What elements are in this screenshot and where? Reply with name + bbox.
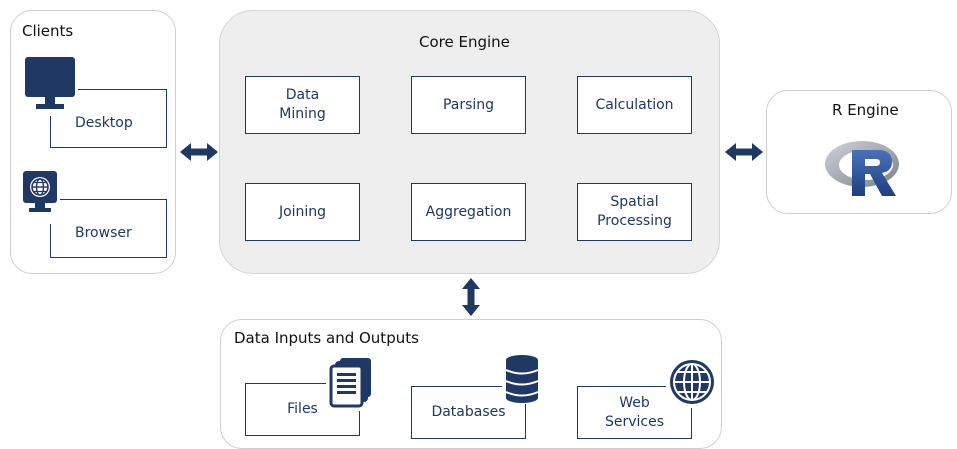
core-io-arrow xyxy=(462,278,480,316)
module-spatial-processing: Spatial Processing xyxy=(577,183,692,241)
desktop-label: Desktop xyxy=(75,115,133,131)
databases-label: Databases xyxy=(431,404,506,420)
core-r-arrow xyxy=(725,143,763,161)
database-icon xyxy=(502,352,542,404)
module-calculation: Calculation xyxy=(577,76,692,134)
monitor-icon xyxy=(22,54,78,116)
clients-title: Clients xyxy=(22,22,74,40)
core-engine-title: Core Engine xyxy=(419,33,510,51)
browser-box: Browser xyxy=(50,199,167,258)
io-title: Data Inputs and Outputs xyxy=(234,329,419,347)
r-engine-title: R Engine xyxy=(832,101,899,119)
module-joining: Joining xyxy=(245,183,360,241)
browser-label: Browser xyxy=(75,225,132,241)
module-aggregation: Aggregation xyxy=(411,183,526,241)
files-label: Files xyxy=(287,401,318,417)
module-parsing: Parsing xyxy=(411,76,526,134)
documents-icon xyxy=(326,355,376,411)
globe-icon xyxy=(666,358,718,408)
r-logo xyxy=(825,141,899,196)
clients-core-arrow xyxy=(180,143,218,161)
globe-monitor-icon xyxy=(20,168,60,224)
web-services-label: Web Services xyxy=(604,394,665,430)
module-data-mining: Data Mining xyxy=(245,76,360,134)
